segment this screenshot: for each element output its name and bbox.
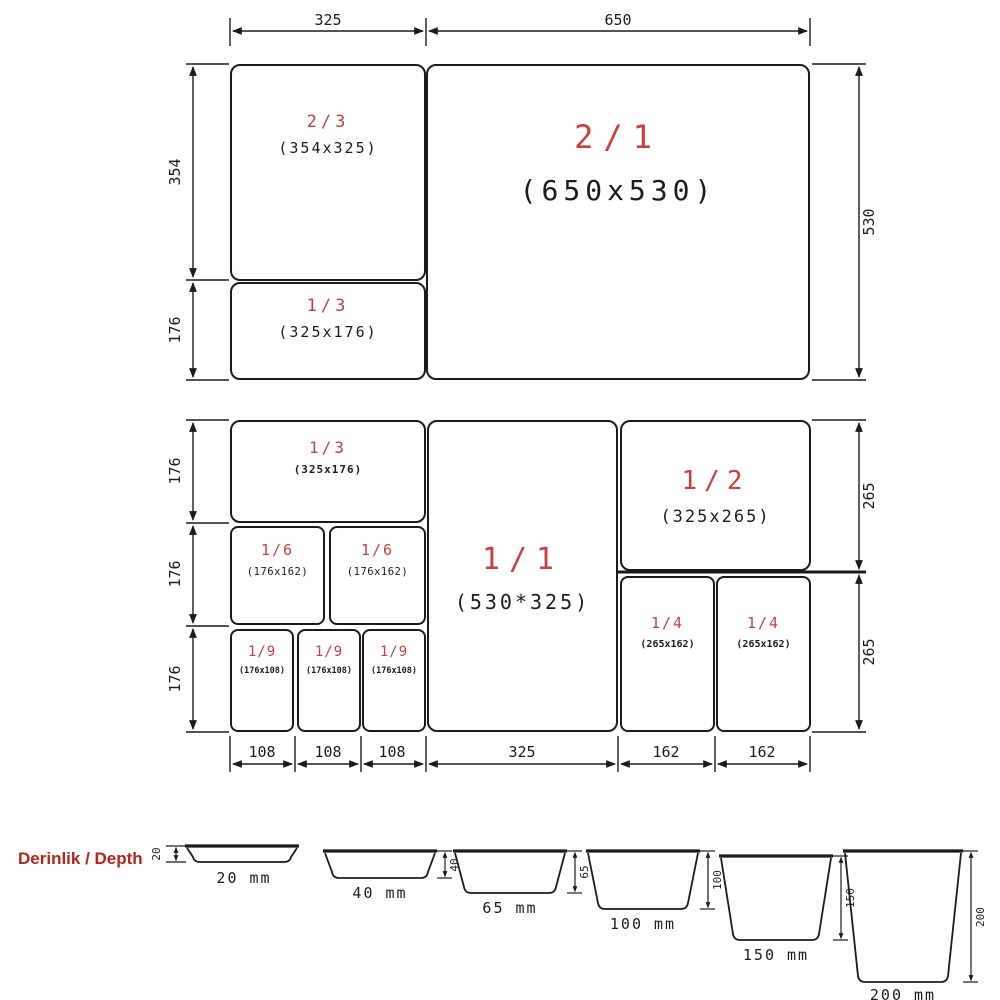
pan-size: (325x176) xyxy=(278,323,378,341)
pan-fraction: 1/1 xyxy=(481,542,564,577)
pan-profile-100mm xyxy=(586,849,715,910)
dim-top-325: 325 xyxy=(314,11,341,29)
dim-left-354: 354 xyxy=(166,158,184,185)
dim-bottom-325: 325 xyxy=(508,743,535,761)
depth-pan-profiles xyxy=(166,844,978,983)
dim-left-176: 176 xyxy=(166,316,184,343)
gn-pan-1-9-c: 1/9 (176x108) xyxy=(362,629,426,732)
pan-size: (176x108) xyxy=(238,666,286,676)
depth-dim-65: 65 xyxy=(578,865,591,878)
depth-label-20mm: 20 mm xyxy=(216,869,272,887)
depth-dimension-labels: 20 40 65 100 150 200 xyxy=(150,847,987,927)
gn-pan-1-6-a: 1/6 (176x162) xyxy=(230,526,325,625)
pan-fraction: 1/9 xyxy=(379,644,409,660)
pan-size: (265x162) xyxy=(640,639,695,650)
gn-pan-1-3-top: 1/3 (325x176) xyxy=(230,282,426,380)
dim-left-176-2: 176 xyxy=(166,560,184,587)
depth-dim-20: 20 xyxy=(150,847,163,860)
pan-profile-150mm xyxy=(719,854,848,941)
pan-fraction: 1/6 xyxy=(360,541,395,559)
pan-fraction: 1/2 xyxy=(681,466,750,496)
depth-dim-150: 150 xyxy=(844,888,857,908)
gn-pan-1-4-a: 1/4 (265x162) xyxy=(620,576,715,732)
top-diagram-dimension-lines xyxy=(186,18,866,381)
pan-fraction: 1/3 xyxy=(306,296,350,316)
pan-size: (176x108) xyxy=(370,666,418,676)
depth-dim-100: 100 xyxy=(711,870,724,890)
pan-fraction: 1/4 xyxy=(746,614,781,632)
dim-top-650: 650 xyxy=(604,11,631,29)
pan-fraction: 2/3 xyxy=(306,112,350,132)
gn-pan-2-1: 2/1 (650x530) xyxy=(426,64,810,380)
gn-pan-1-9-a: 1/9 (176x108) xyxy=(230,629,294,732)
pan-size: (265x162) xyxy=(736,639,791,650)
pan-fraction: 1/3 xyxy=(309,438,347,457)
gn-pan-1-1: 1/1 (530*325) xyxy=(427,420,618,732)
dim-bottom-108-3: 108 xyxy=(378,743,405,761)
depth-label-65mm: 65 mm xyxy=(482,899,538,917)
depth-section-title: Derinlik / Depth xyxy=(18,849,143,868)
gn-pan-1-4-b: 1/4 (265x162) xyxy=(716,576,811,732)
pan-size: (325x265) xyxy=(660,507,771,527)
dim-right-265-1: 265 xyxy=(860,482,878,509)
pan-size: (176x162) xyxy=(346,566,409,578)
top-diagram-dimension-labels: 325 650 354 176 530 xyxy=(166,11,878,344)
pan-profile-200mm xyxy=(843,849,978,983)
dim-left-176-3: 176 xyxy=(166,665,184,692)
pan-size: (176x108) xyxy=(305,666,353,676)
depth-dim-200: 200 xyxy=(974,907,987,927)
depth-label-100mm: 100 mm xyxy=(609,915,677,933)
pan-profile-40mm xyxy=(323,849,452,879)
dim-bottom-162-2: 162 xyxy=(748,743,775,761)
pan-fraction: 1/6 xyxy=(260,541,295,559)
pan-fraction: 1/4 xyxy=(650,614,685,632)
dim-right-530: 530 xyxy=(860,208,878,235)
depth-label-150mm: 150 mm xyxy=(742,946,810,964)
pan-size: (650x530) xyxy=(519,174,717,207)
dim-bottom-108-1: 108 xyxy=(248,743,275,761)
pan-profile-20mm xyxy=(166,844,299,863)
middle-diagram-dimension-labels: 176 176 176 265 265 108 108 108 325 162 … xyxy=(166,457,878,761)
gn-pan-1-2: 1/2 (325x265) xyxy=(620,420,811,571)
depth-dim-40: 40 xyxy=(448,858,461,871)
dim-bottom-108-2: 108 xyxy=(314,743,341,761)
dim-right-265-2: 265 xyxy=(860,638,878,665)
pan-size: (530*325) xyxy=(454,590,591,614)
dim-bottom-162-1: 162 xyxy=(652,743,679,761)
pan-fraction: 1/9 xyxy=(247,644,277,660)
pan-size: (325x176) xyxy=(293,463,363,476)
dim-left-176-1: 176 xyxy=(166,457,184,484)
depth-label-40mm: 40 mm xyxy=(352,884,408,902)
pan-profile-65mm xyxy=(453,849,582,894)
pan-size: (176x162) xyxy=(246,566,309,578)
depth-label-200mm: 200 mm xyxy=(869,986,937,1000)
pan-size: (354x325) xyxy=(278,139,378,157)
gn-pan-2-3: 2/3 (354x325) xyxy=(230,64,426,281)
gn-pan-1-3-middle: 1/3 (325x176) xyxy=(230,420,426,523)
pan-fraction: 2/1 xyxy=(574,118,662,156)
pan-fraction: 1/9 xyxy=(314,644,344,660)
gn-pan-1-6-b: 1/6 (176x162) xyxy=(329,526,426,625)
gn-pan-1-9-b: 1/9 (176x108) xyxy=(297,629,361,732)
middle-diagram-dimension-lines xyxy=(186,419,866,772)
